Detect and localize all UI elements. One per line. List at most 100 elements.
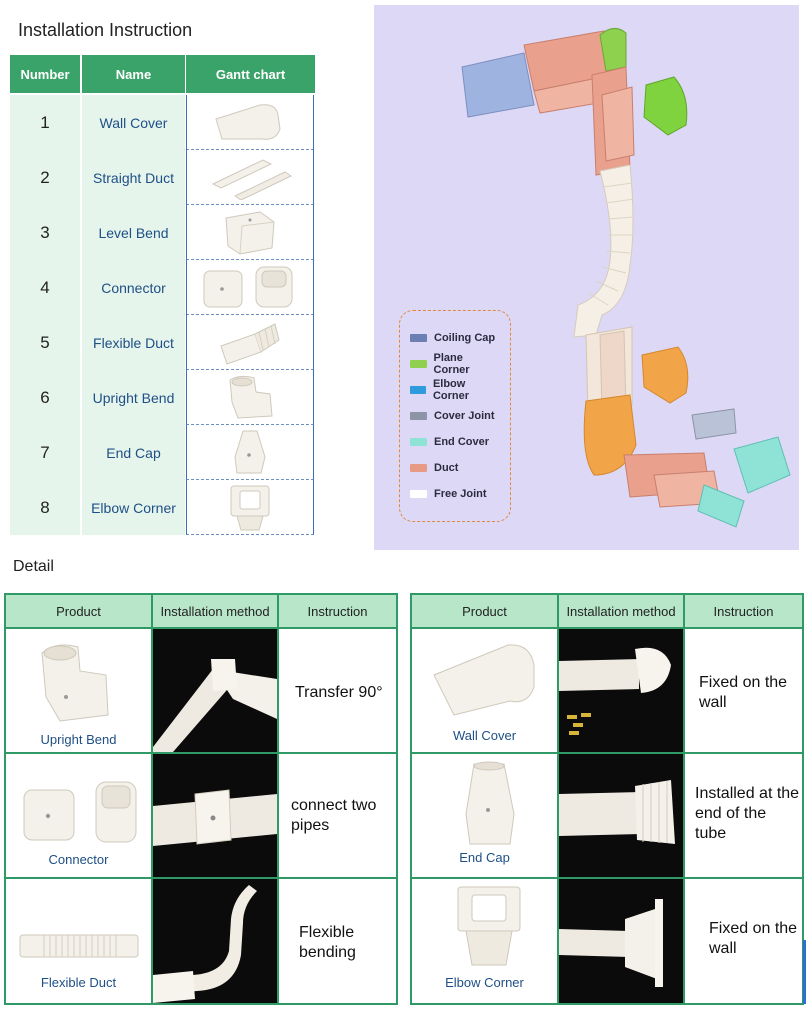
- diagram-legend: Coiling Cap Plane Corner Elbow Corner Co…: [399, 310, 511, 522]
- instruction-cell: Installed at the end of the tube: [685, 754, 802, 877]
- duct-illustration: [461, 28, 791, 528]
- product-cell: End Cap: [412, 754, 557, 877]
- row-name: Level Bend: [82, 205, 185, 260]
- instruction-text: connect two pipes: [291, 797, 377, 834]
- product-cell: Upright Bend: [6, 629, 151, 752]
- table-row: 5 Flexible Duct: [10, 315, 315, 370]
- product-cell: Flexible Duct: [6, 879, 151, 1003]
- installation-photo: [153, 879, 277, 1003]
- elbow-corner-image: [457, 886, 521, 966]
- header-instruction: Instruction: [685, 595, 802, 627]
- legend-label: End Cover: [434, 436, 490, 448]
- row-number: 6: [10, 370, 80, 425]
- legend-label: Free Joint: [434, 488, 487, 500]
- row-name: Straight Duct: [82, 150, 185, 205]
- connector-image: [23, 781, 137, 843]
- table-row: 7 End Cap: [10, 425, 315, 480]
- flexible-duct-image: [19, 934, 139, 958]
- elbow-corner-swatch: [410, 386, 426, 394]
- legend-label: Coiling Cap: [434, 332, 496, 344]
- connector-image: [186, 260, 314, 315]
- product-cell: Elbow Corner: [412, 879, 557, 1003]
- row-number: 3: [10, 205, 80, 260]
- header-product: Product: [412, 595, 557, 627]
- header-product: Product: [6, 595, 151, 627]
- instruction-text: Installed at the end of the tube: [695, 785, 800, 842]
- row-name: Elbow Corner: [82, 480, 185, 535]
- legend-label: Elbow Corner: [432, 378, 469, 402]
- exploded-duct-diagram: Coiling Cap Plane Corner Elbow Corner Co…: [374, 5, 799, 550]
- table-row: 2 Straight Duct: [10, 150, 315, 205]
- coiling-cap-swatch: [410, 334, 427, 342]
- header-gantt-chart: Gantt chart: [186, 55, 315, 93]
- product-label: Wall Cover: [452, 728, 517, 743]
- row-name: Flexible Duct: [82, 315, 185, 370]
- detail-table-left: Product Installation method Instruction …: [4, 593, 398, 1005]
- legend-label: Cover Joint: [434, 410, 495, 422]
- table-row: 6 Upright Bend: [10, 370, 315, 425]
- instruction-cell: connect two pipes: [279, 754, 396, 877]
- row-number: 7: [10, 425, 80, 480]
- installation-photo: [153, 629, 277, 752]
- cover-joint-swatch: [410, 412, 427, 420]
- upright-bend-image: [41, 644, 109, 722]
- legend-label: Duct: [434, 462, 459, 474]
- product-label: Connector: [48, 852, 109, 867]
- row-name: End Cap: [82, 425, 185, 480]
- row-number: 2: [10, 150, 80, 205]
- row-number: 4: [10, 260, 80, 315]
- installation-photo: [559, 754, 683, 877]
- table-row: 1 Wall Cover: [10, 95, 315, 150]
- row-number: 5: [10, 315, 80, 370]
- upright-bend-image: [186, 370, 314, 425]
- scroll-indicator: [803, 940, 806, 1004]
- installation-photo: [559, 629, 683, 752]
- legend-item: Duct: [410, 455, 500, 481]
- legend-item: Elbow Corner: [410, 377, 500, 403]
- header-installation-method: Installation method: [559, 595, 683, 627]
- row-name: Wall Cover: [82, 95, 185, 150]
- header-number: Number: [10, 55, 80, 93]
- legend-item: Coiling Cap: [410, 325, 500, 351]
- product-label: Upright Bend: [40, 732, 117, 747]
- installation-table: Number Name Gantt chart 1 Wall Cover 2 S…: [10, 55, 315, 537]
- installation-photo: [559, 879, 683, 1003]
- instruction-text: Fixed on the wall: [699, 674, 788, 711]
- table-row: 8 Elbow Corner: [10, 480, 315, 535]
- row-number: 8: [10, 480, 80, 535]
- product-cell: Wall Cover: [412, 629, 557, 752]
- page-title: Installation Instruction: [18, 20, 193, 40]
- legend-item: Plane Corner: [410, 351, 500, 377]
- duct-swatch: [410, 464, 427, 472]
- legend-label: Plane Corner: [433, 352, 470, 376]
- installation-photo: [153, 754, 277, 877]
- table-row: 4 Connector: [10, 260, 315, 315]
- level-bend-image: [186, 205, 314, 260]
- product-label: Flexible Duct: [40, 975, 117, 990]
- product-cell: Connector: [6, 754, 151, 877]
- row-name: Upright Bend: [82, 370, 185, 425]
- end-cap-image: [465, 761, 515, 845]
- instruction-text: Transfer 90°: [295, 684, 383, 701]
- legend-item: Free Joint: [410, 481, 500, 507]
- end-cap-image: [186, 425, 314, 480]
- legend-item: End Cover: [410, 429, 500, 455]
- free-joint-swatch: [410, 490, 427, 498]
- table-row: 3 Level Bend: [10, 205, 315, 260]
- straight-duct-image: [186, 150, 314, 205]
- wall-cover-image: [433, 644, 535, 716]
- instruction-cell: Fixed on the wall: [685, 879, 802, 1003]
- product-label: End Cap: [459, 850, 510, 865]
- plane-corner-swatch: [410, 360, 427, 368]
- header-instruction: Instruction: [279, 595, 396, 627]
- instruction-text: Fixed on the wall: [709, 920, 798, 957]
- legend-item: Cover Joint: [410, 403, 500, 429]
- instruction-cell: Flexible bending: [279, 879, 396, 1003]
- product-label: Elbow Corner: [445, 975, 524, 990]
- instruction-text: Flexible bending: [299, 924, 356, 961]
- elbow-corner-image: [186, 480, 314, 535]
- row-number: 1: [10, 95, 80, 150]
- detail-table-right: Product Installation method Instruction …: [410, 593, 804, 1005]
- instruction-cell: Transfer 90°: [279, 629, 396, 752]
- row-name: Connector: [82, 260, 185, 315]
